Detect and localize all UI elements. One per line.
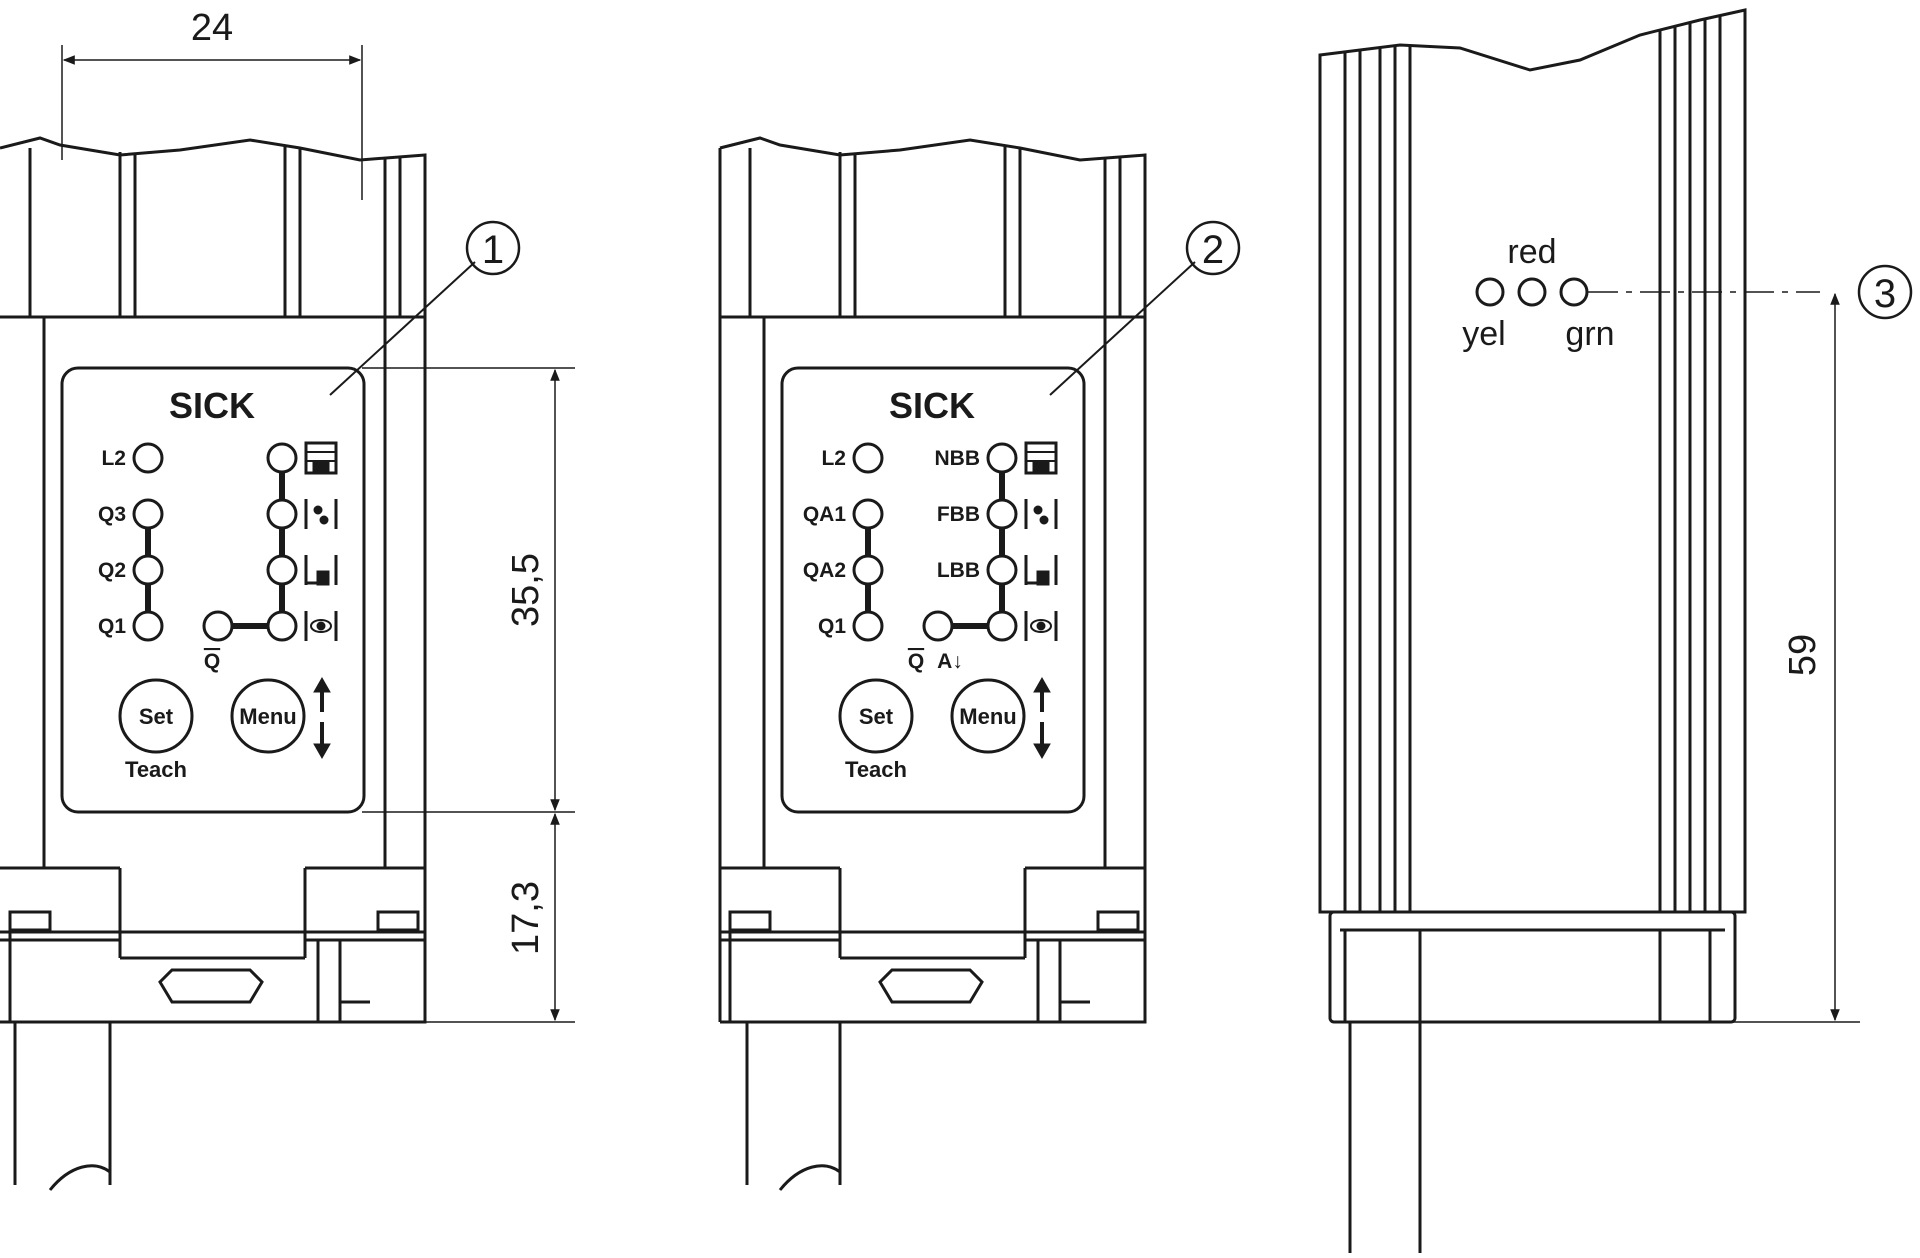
led-label-2-2: QA2 (803, 559, 846, 582)
dim-width-label: 24 (191, 7, 233, 49)
dim-total-height-label: 59 (1782, 634, 1824, 676)
menu-button-1: Menu (239, 704, 296, 729)
front-view-2 (718, 136, 1241, 1191)
teach-label-1: Teach (125, 757, 187, 782)
brand-logo-2: SICK (889, 385, 975, 426)
front-view-1 (0, 45, 575, 1191)
led-label-2-r1: FBB (937, 503, 980, 526)
teach-label-2: Teach (845, 757, 907, 782)
callout-3: 3 (1874, 272, 1896, 316)
led-label-red: red (1507, 233, 1556, 271)
side-view (1318, 8, 1913, 1253)
led-label-grn: grn (1565, 315, 1614, 353)
led-label-2-3: Q1 (818, 615, 846, 638)
callout-1: 1 (482, 228, 504, 272)
set-button-2: Set (859, 704, 894, 729)
brand-logo-1: SICK (169, 385, 255, 426)
led-label-2-1: QA1 (803, 503, 847, 526)
callout-2: 2 (1202, 228, 1224, 272)
dim-lower-height-label: 17,3 (505, 881, 547, 955)
q-bar-label-2: Q (908, 650, 924, 673)
led-label-yel: yel (1462, 315, 1505, 353)
led-label-2-0: L2 (821, 447, 846, 470)
led-label-1-1: Q3 (98, 503, 126, 526)
led-label-2-r2: LBB (937, 559, 980, 582)
q-bar-label-1: Q (204, 650, 220, 673)
set-button-1: Set (139, 704, 174, 729)
led-label-1-2: Q2 (98, 559, 126, 582)
led-label-2-r0: NBB (935, 447, 981, 470)
dim-panel-height-label: 35,5 (505, 553, 547, 627)
menu-button-2: Menu (959, 704, 1016, 729)
a-down-label-2: A↓ (937, 650, 963, 673)
led-label-1-3: Q1 (98, 615, 126, 638)
led-label-1-0: L2 (101, 447, 126, 470)
